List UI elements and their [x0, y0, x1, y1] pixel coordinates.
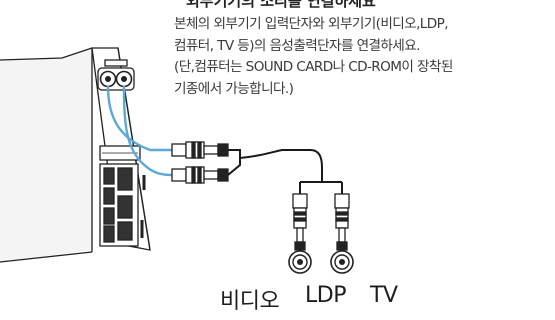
- rca-plug-right: [334, 193, 350, 251]
- label-video: 비디오: [220, 289, 280, 314]
- rca-plug-pair-lower: [171, 166, 229, 184]
- instruction-line-2: 컴퓨터, TV 등)의 음성출력단자를 연결하세요.: [174, 37, 420, 54]
- rca-plug-pair-upper: [171, 141, 229, 159]
- label-ldp: LDP: [305, 283, 346, 308]
- instruction-line-1: 본체의 외부기기 입력단자와 외부기기(비디오,LDP,: [174, 16, 449, 32]
- instruction-line-3: (단,컴퓨터는 SOUND CARD나 CD-ROM이 장착된: [174, 59, 453, 75]
- instruction-line-4: 기종에서 가능합니다.): [174, 80, 294, 97]
- label-tv: TV: [370, 283, 398, 308]
- cable-blue: [106, 85, 173, 177]
- rca-jack-icon: [99, 70, 133, 88]
- instruction-text: 본체의 외부기기 입력단자와 외부기기(비디오,LDP, 컴퓨터, TV 등)의…: [174, 14, 555, 100]
- output-jack-right-icon: [330, 250, 354, 274]
- y-cable: [227, 149, 343, 194]
- output-jack-left-icon: [288, 250, 312, 274]
- rca-plug-left: [292, 193, 308, 251]
- heading-fragment: 외부기기의 소리를 연결하세요: [186, 0, 376, 10]
